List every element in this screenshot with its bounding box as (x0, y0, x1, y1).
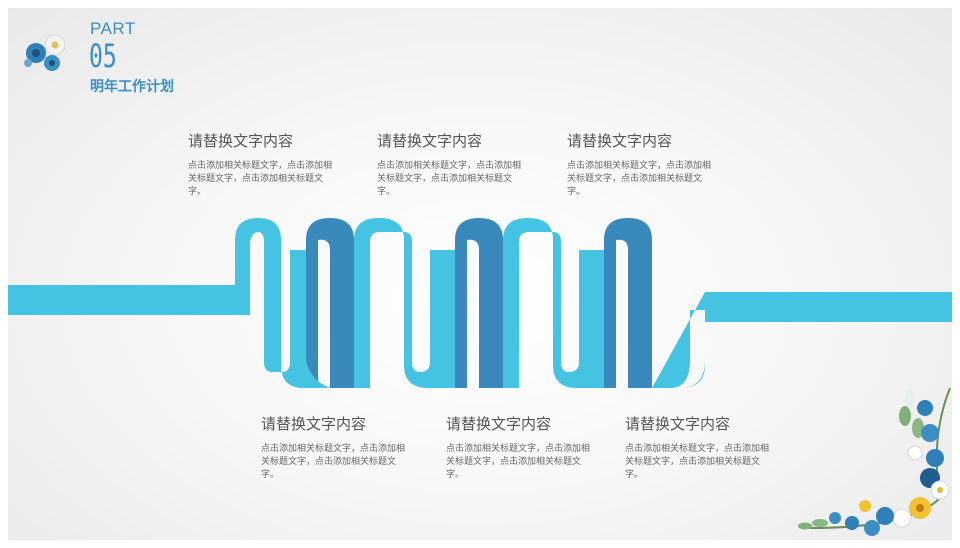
block-title: 请替换文字内容 (188, 133, 294, 150)
block-title: 请替换文字内容 (567, 133, 673, 150)
block-body: 点击添加相关标题文字，点击添加相关标题文字，点击添加相关标题文字。 (377, 160, 522, 196)
block-title: 请替换文字内容 (261, 416, 367, 433)
text-block-top-3: 请替换文字内容 点击添加相关标题文字，点击添加相关标题文字，点击添加相关标题文字… (567, 130, 717, 198)
part-label: PART (90, 19, 136, 38)
block-body: 点击添加相关标题文字，点击添加相关标题文字，点击添加相关标题文字。 (625, 443, 770, 479)
flower-cluster-icon (24, 34, 66, 71)
block-body: 点击添加相关标题文字，点击添加相关标题文字，点击添加相关标题文字。 (567, 160, 712, 196)
text-block-bottom-3: 请替换文字内容 点击添加相关标题文字，点击添加相关标题文字，点击添加相关标题文字… (625, 413, 775, 481)
ribbon-left-band (8, 285, 248, 315)
ribbon-right-band (705, 292, 952, 322)
text-block-top-1: 请替换文字内容 点击添加相关标题文字，点击添加相关标题文字，点击添加相关标题文字… (188, 130, 338, 198)
block-body: 点击添加相关标题文字，点击添加相关标题文字，点击添加相关标题文字。 (188, 160, 333, 196)
block-body: 点击添加相关标题文字，点击添加相关标题文字，点击添加相关标题文字。 (261, 443, 406, 479)
block-title: 请替换文字内容 (446, 416, 552, 433)
block-title: 请替换文字内容 (377, 133, 483, 150)
block-title: 请替换文字内容 (625, 416, 731, 433)
text-block-bottom-2: 请替换文字内容 点击添加相关标题文字，点击添加相关标题文字，点击添加相关标题文字… (446, 413, 596, 481)
text-block-bottom-1: 请替换文字内容 点击添加相关标题文字，点击添加相关标题文字，点击添加相关标题文字… (261, 413, 411, 481)
text-block-top-2: 请替换文字内容 点击添加相关标题文字，点击添加相关标题文字，点击添加相关标题文字… (377, 130, 527, 198)
ribbon-dark-loop-3 (604, 218, 652, 388)
ribbon-light-loop-3 (503, 218, 604, 388)
ribbon-light-exit (652, 292, 720, 388)
ribbon-light-loop-1 (235, 218, 330, 388)
block-body: 点击添加相关标题文字，点击添加相关标题文字，点击添加相关标题文字。 (446, 443, 591, 479)
part-number: 05 (89, 37, 117, 75)
ribbon-dark-loop-1 (306, 218, 354, 388)
ribbon-dark-loop-2 (455, 218, 503, 388)
flower-corner-decoration (798, 387, 951, 536)
ribbon-light-loop-2 (354, 218, 455, 388)
section-title: 明年工作计划 (90, 78, 174, 94)
